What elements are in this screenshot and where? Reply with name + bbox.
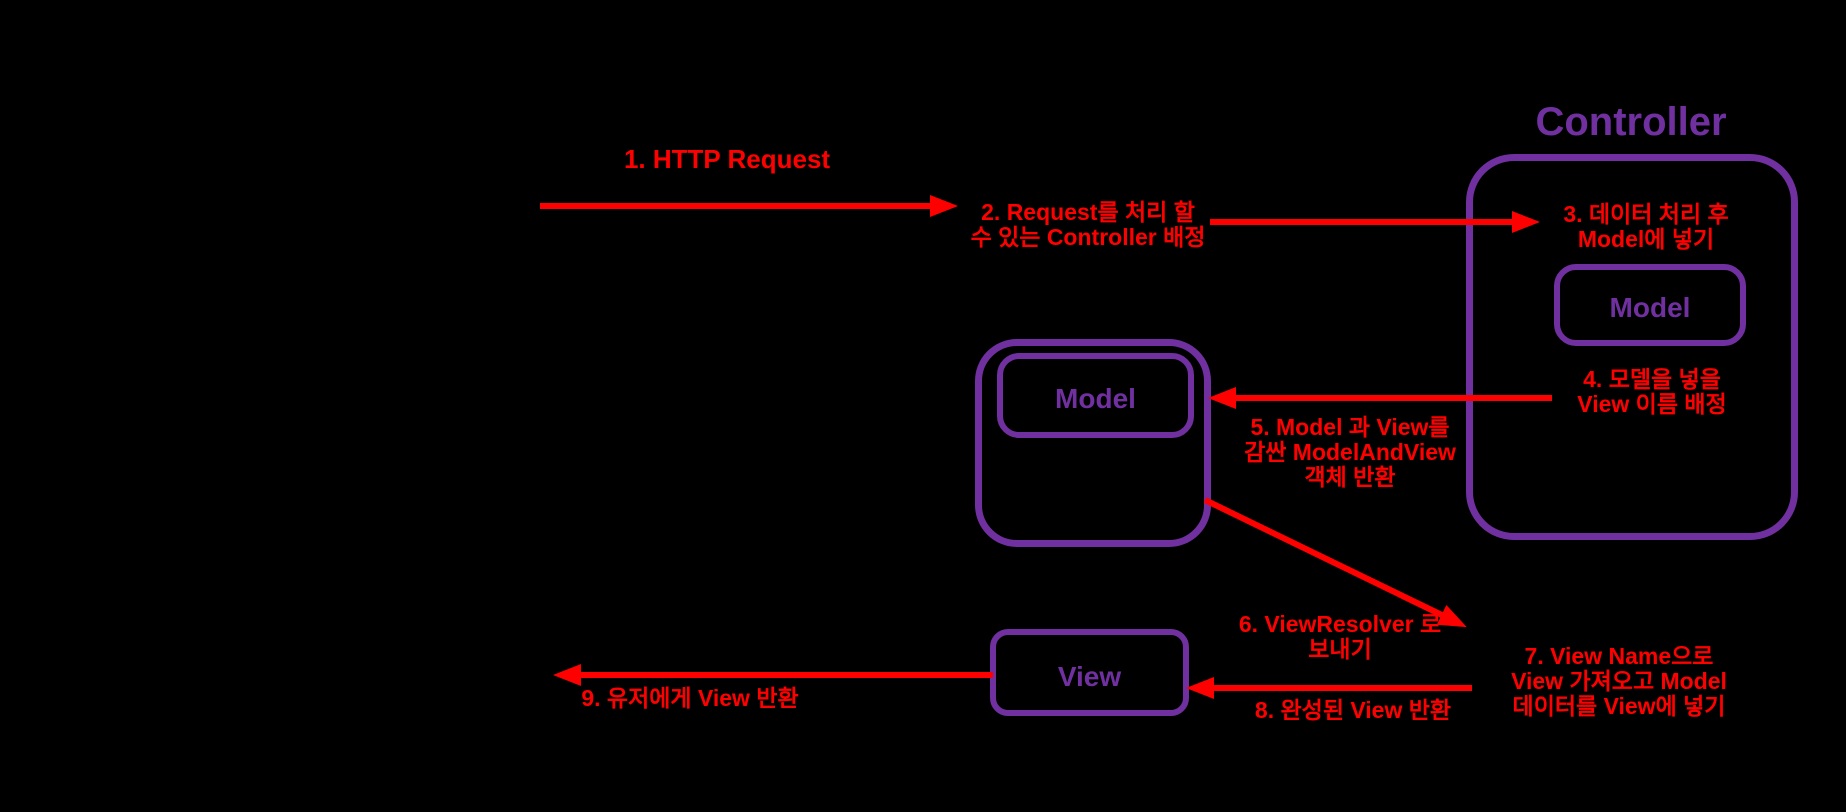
controller-box xyxy=(1466,154,1798,540)
view-box: View xyxy=(990,629,1189,716)
arrow-2-line xyxy=(1210,219,1514,225)
arrow-8-line xyxy=(1212,685,1472,691)
arrow-4-head xyxy=(1208,387,1236,409)
step-4-label: 4. 모델을 넣을 View 이름 배정 xyxy=(1577,366,1727,417)
step-7-label: 7. View Name으로 View 가져오고 Model 데이터를 View… xyxy=(1511,643,1727,719)
arrow-1-line xyxy=(540,203,932,209)
modelandview-model-label: Model xyxy=(1055,383,1136,414)
step-8-label: 8. 완성된 View 반환 xyxy=(1254,697,1452,723)
step-9-label: 9. 유저에게 View 반환 xyxy=(581,685,799,711)
arrow-9-line xyxy=(579,672,993,678)
step-3-label: 3. 데이터 처리 후 Model에 넣기 xyxy=(1563,201,1729,252)
controller-title: Controller xyxy=(1535,100,1727,144)
step-6-label: 6. ViewResolver 로 보내기 xyxy=(1238,611,1442,662)
arrow-6-line xyxy=(1203,497,1472,638)
step-5-label: 5. Model 과 View를 감싼 ModelAndView 객체 반환 xyxy=(1244,414,1456,490)
modelandview-box xyxy=(975,339,1211,547)
arrow-2-head xyxy=(1512,211,1540,233)
step-2-label: 2. Request를 처리 할 수 있는 Controller 배정 xyxy=(970,199,1206,250)
step-1-label: 1. HTTP Request xyxy=(623,144,831,174)
arrow-1-head xyxy=(930,195,958,217)
modelandview-model-box: Model xyxy=(997,353,1194,438)
view-box-label: View xyxy=(1057,661,1122,692)
arrow-6-head xyxy=(1436,604,1472,638)
arrow-9-head xyxy=(553,664,581,686)
arrow-8-head xyxy=(1186,677,1214,699)
arrow-4-line xyxy=(1234,395,1552,401)
controller-model-box: Model xyxy=(1554,264,1746,346)
controller-model-label: Model xyxy=(1609,292,1691,323)
